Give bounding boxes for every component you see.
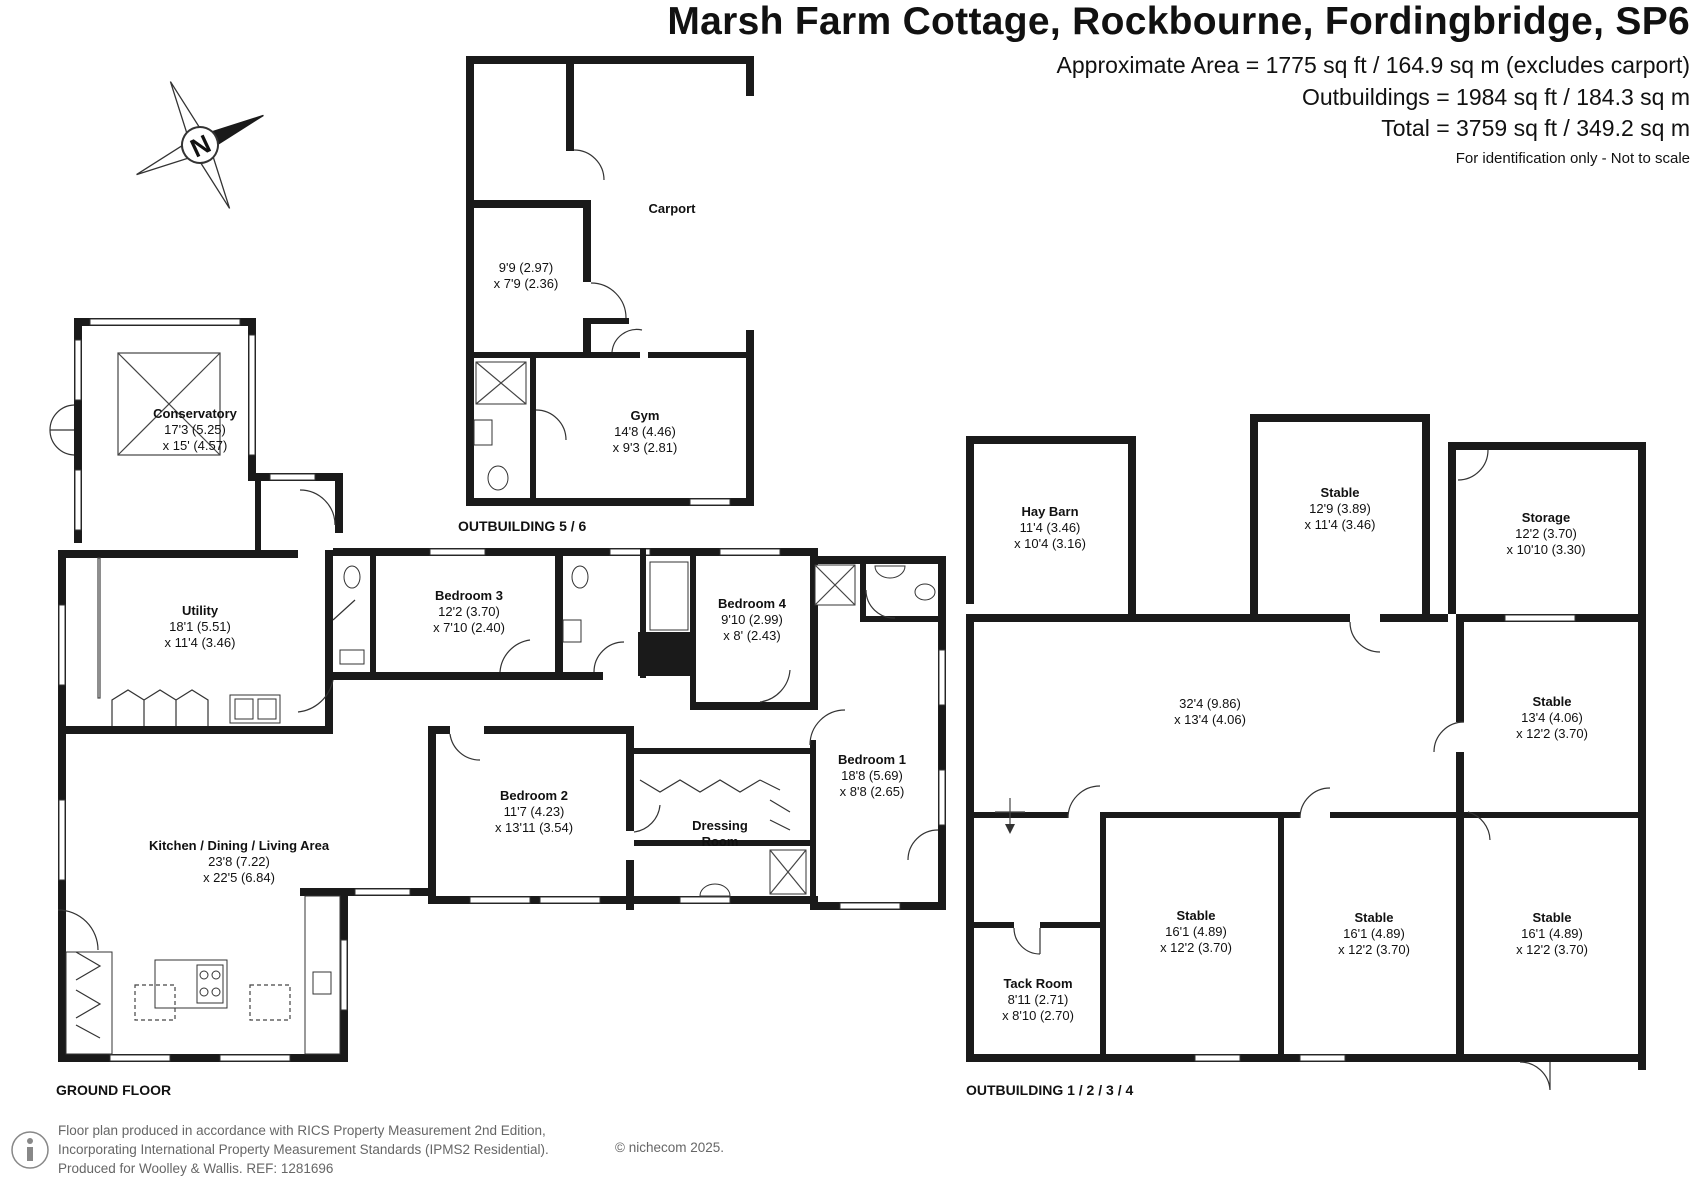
dressing-room-name2: Room [702, 834, 739, 849]
stable-right-name: Stable [1532, 694, 1571, 709]
ground-floor-label: GROUND FLOOR [56, 1082, 172, 1098]
bedroom2-dim1: 11'7 (4.23) [504, 804, 565, 819]
stable-top-name: Stable [1320, 485, 1359, 500]
bedroom4-name: Bedroom 4 [718, 596, 787, 611]
kitchen-dim1: 23'8 (7.22) [208, 854, 270, 869]
footer-line-3: Produced for Woolley & Wallis. REF: 1281… [58, 1161, 334, 1176]
dressing-room-name1: Dressing [692, 818, 748, 833]
tack-room-name: Tack Room [1003, 976, 1072, 991]
kitchen-name: Kitchen / Dining / Living Area [149, 838, 330, 853]
stable-b3-dim2: x 12'2 (3.70) [1516, 942, 1588, 957]
barn-main-dim1: 32'4 (9.86) [1179, 696, 1241, 711]
footer-disclaimer: Floor plan produced in accordance with R… [58, 1121, 549, 1178]
outbuilding-1-2-3-4-label: OUTBUILDING 1 / 2 / 3 / 4 [966, 1082, 1134, 1098]
utility-name: Utility [182, 603, 219, 618]
room-labels: Conservatory 17'3 (5.25) x 15' (4.57) Ut… [149, 201, 1588, 1023]
barn-main-dim2: x 13'4 (4.06) [1174, 712, 1246, 727]
bedroom3-dim1: 12'2 (3.70) [438, 604, 500, 619]
outbuilding-5-6-plan [466, 56, 754, 506]
utility-dim1: 18'1 (5.51) [169, 619, 231, 634]
outbuilding-5-6-label: OUTBUILDING 5 / 6 [458, 518, 587, 534]
stable-b3-dim1: 16'1 (4.89) [1521, 926, 1583, 941]
stable-right-dim1: 13'4 (4.06) [1521, 710, 1583, 725]
storage-dim2: x 10'10 (3.30) [1506, 542, 1585, 557]
bedroom4-dim2: x 8' (2.43) [723, 628, 780, 643]
footer-line-1: Floor plan produced in accordance with R… [58, 1123, 546, 1138]
tack-room-dim2: x 8'10 (2.70) [1002, 1008, 1074, 1023]
stable-b1-dim2: x 12'2 (3.70) [1160, 940, 1232, 955]
kitchen-dim2: x 22'5 (6.84) [203, 870, 275, 885]
stable-top-dim1: 12'9 (3.89) [1309, 501, 1371, 516]
conservatory-dim1: 17'3 (5.25) [164, 422, 226, 437]
stable-b2-name: Stable [1354, 910, 1393, 925]
tack-room-dim1: 8'11 (2.71) [1008, 992, 1069, 1007]
nichecom-logo-icon [11, 1131, 49, 1169]
identification-note: For identification only - Not to scale [1455, 150, 1690, 167]
stable-b2-dim1: 16'1 (4.89) [1343, 926, 1405, 941]
bedroom1-name: Bedroom 1 [838, 752, 906, 767]
ground-floor-plan [49, 318, 946, 1062]
approximate-area: Approximate Area = 1775 sq ft / 164.9 sq… [1056, 52, 1690, 78]
bedroom2-dim2: x 13'11 (3.54) [495, 820, 573, 835]
bedroom3-name: Bedroom 3 [435, 588, 503, 603]
store56-dim1: 9'9 (2.97) [499, 260, 554, 275]
carport-name: Carport [649, 201, 697, 216]
bedroom4-dim1: 9'10 (2.99) [721, 612, 783, 627]
haybarn-dim2: x 10'4 (3.16) [1014, 536, 1086, 551]
north-compass-icon [136, 81, 264, 209]
bedroom3-dim2: x 7'10 (2.40) [433, 620, 505, 635]
bedroom1-dim1: 18'8 (5.69) [841, 768, 903, 783]
store56-dim2: x 7'9 (2.36) [494, 276, 559, 291]
utility-dim2: x 11'4 (3.46) [165, 635, 236, 650]
haybarn-name: Hay Barn [1021, 504, 1078, 519]
stable-b1-dim1: 16'1 (4.89) [1165, 924, 1227, 939]
footer-line-2: Incorporating International Property Mea… [58, 1142, 549, 1157]
outbuildings-area: Outbuildings = 1984 sq ft / 184.3 sq m [1301, 84, 1690, 110]
storage-name: Storage [1522, 510, 1570, 525]
gym-dim1: 14'8 (4.46) [614, 424, 676, 439]
storage-dim1: 12'2 (3.70) [1515, 526, 1577, 541]
gym-dim2: x 9'3 (2.81) [613, 440, 678, 455]
stable-b2-dim2: x 12'2 (3.70) [1338, 942, 1410, 957]
plan-title: Marsh Farm Cottage, Rockbourne, Fordingb… [667, 0, 1690, 43]
conservatory-dim2: x 15' (4.57) [163, 438, 228, 453]
bedroom1-dim2: x 8'8 (2.65) [840, 784, 905, 799]
copyright: © nichecom 2025. [615, 1140, 725, 1155]
gym-name: Gym [631, 408, 660, 423]
stable-b3-name: Stable [1532, 910, 1571, 925]
outbuilding-1-2-3-4-plan [966, 414, 1646, 1091]
stable-top-dim2: x 11'4 (3.46) [1305, 517, 1376, 532]
stable-b1-name: Stable [1176, 908, 1215, 923]
total-area: Total = 3759 sq ft / 349.2 sq m [1381, 115, 1690, 141]
haybarn-dim1: 11'4 (3.46) [1020, 520, 1081, 535]
bedroom2-name: Bedroom 2 [500, 788, 568, 803]
stable-right-dim2: x 12'2 (3.70) [1516, 726, 1588, 741]
conservatory-name: Conservatory [153, 406, 238, 421]
